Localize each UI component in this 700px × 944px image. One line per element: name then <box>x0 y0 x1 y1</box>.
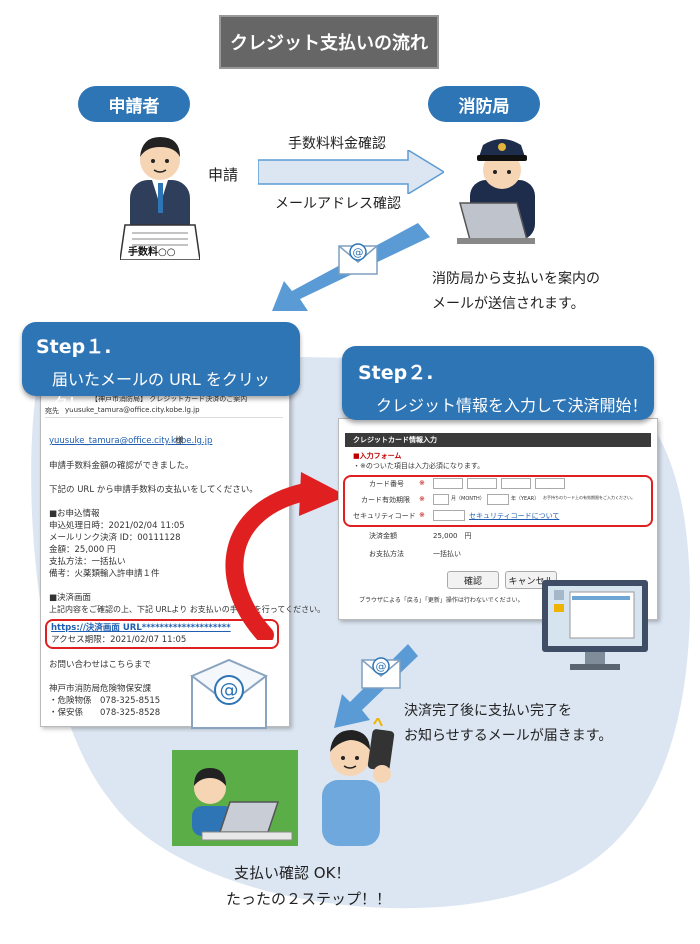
svg-text:@: @ <box>220 679 239 701</box>
svg-text:@: @ <box>353 246 364 259</box>
fire-officer-illustration <box>455 125 550 250</box>
form-header: クレジットカード情報入力 <box>353 435 437 445</box>
send-note-line1: 消防局から支払いを案内の <box>432 268 600 288</box>
form-note: ・※のついた項目は入力必須になります。 <box>353 461 484 471</box>
card-number-field-2[interactable] <box>467 478 497 489</box>
email-body-line: ■決済画面 <box>49 592 91 604</box>
email-body-line: メールリンク決済 ID：00111128 <box>49 532 181 544</box>
expiry-hint: お手持ちのカード上の有効期限をご入力ください。 <box>543 495 635 501</box>
mail-icon-large: @ <box>190 658 268 730</box>
expiry-month-select[interactable] <box>433 494 449 505</box>
applicant-illustration <box>120 125 200 260</box>
red-curved-arrow <box>215 470 350 640</box>
document-label: 手数料○○ <box>128 243 175 258</box>
payment-url-link[interactable]: https://決済画面 URL******************** <box>51 622 231 634</box>
contact-line: 神戸市消防局危険物保安課 <box>49 683 151 695</box>
contact-line: ・保安係 078-325-8528 <box>49 707 160 719</box>
completion-note-line1: 決済完了後に支払い完了を <box>404 700 572 720</box>
email-body-line: 備考：火薬類輸入許申請１件 <box>49 568 160 580</box>
final-line2: たったの２ステップ！！ <box>226 888 391 909</box>
browser-note: ブラウザによる「戻る」「更新」操作は行わないでください。 <box>359 595 524 604</box>
final-line1: 支払い確認 OK！ <box>234 862 350 883</box>
person-phone-illustration <box>312 718 407 848</box>
expiry-month-unit: 月（MONTH） <box>451 495 485 502</box>
amount-value: 25,000 円 <box>433 531 472 541</box>
email-body-line: 金額：25,000 円 <box>49 544 115 556</box>
card-number-field-1[interactable] <box>433 478 463 489</box>
contact-line: ・危険物係 078-325-8515 <box>49 695 160 707</box>
right-arrow <box>258 150 444 194</box>
access-limit: アクセス期限：2021/02/07 11:05 <box>51 634 186 646</box>
check-fee: 手数料料金確認 <box>288 133 386 153</box>
applicant-action: 申請 <box>208 164 238 185</box>
form-section: ■入力フォーム <box>353 451 401 461</box>
mail-icon: @ <box>337 236 379 276</box>
email-body-line: 申込処理日時：2021/02/04 11:05 <box>49 520 185 532</box>
expiry-label: カード有効期限 <box>361 495 410 505</box>
monitor-illustration <box>540 578 650 676</box>
card-number-field-4[interactable] <box>535 478 565 489</box>
page-title: クレジット支払いの流れ <box>219 15 439 69</box>
step2-box: Step２. クレジット情報を入力して決済開始！ <box>342 346 654 420</box>
check-email: メールアドレス確認 <box>275 193 401 213</box>
card-number-label: カード番号 <box>369 479 404 489</box>
person-laptop-illustration <box>172 750 302 848</box>
completion-note-line2: お知らせするメールが届きます。 <box>404 725 612 745</box>
email-recipient-link[interactable]: yuusuke_tamura@office.city.kobe.lg.jp <box>49 435 212 447</box>
email-body-line: 支払方法：一括払い <box>49 556 126 568</box>
email-inquiry: お問い合わせはこちらまで <box>49 659 151 671</box>
email-body-line: ■お申込情報 <box>49 508 100 520</box>
expiry-year-select[interactable] <box>487 494 509 505</box>
svg-text:@: @ <box>376 660 387 673</box>
step2-text: クレジット情報を入力して決済開始！ <box>376 392 648 416</box>
card-number-field-3[interactable] <box>501 478 531 489</box>
step1-box: Step１. 届いたメールの URL をクリック！ <box>22 322 300 396</box>
security-code-link[interactable]: セキュリティコードについて <box>469 511 559 521</box>
security-code-label: セキュリティコード <box>353 511 416 521</box>
required-mark: ※ <box>419 495 425 503</box>
send-note-line2: メールが送信されます。 <box>432 293 585 313</box>
mail-icon-return: @ <box>360 650 402 690</box>
amount-label: 決済金額 <box>369 531 397 541</box>
method-label: お支払方法 <box>369 549 404 559</box>
step2-title: Step２. <box>358 358 433 385</box>
required-mark: ※ <box>419 511 425 519</box>
email-recipient-suffix: 様 <box>175 435 184 447</box>
fire-dept-pill: 消防局 <box>428 86 540 122</box>
security-code-field[interactable] <box>433 510 465 521</box>
step1-text: 届いたメールの URL をクリック！ <box>52 366 300 414</box>
applicant-pill: 申請者 <box>78 86 190 122</box>
method-value: 一括払い <box>433 549 461 559</box>
expiry-year-unit: 年（YEAR） <box>511 495 539 502</box>
required-mark: ※ <box>419 479 425 487</box>
step1-title: Step１. <box>36 332 111 359</box>
confirm-button[interactable]: 確認 <box>447 571 499 589</box>
email-body-line: 申請手数料金額の確認ができました。 <box>49 460 194 472</box>
